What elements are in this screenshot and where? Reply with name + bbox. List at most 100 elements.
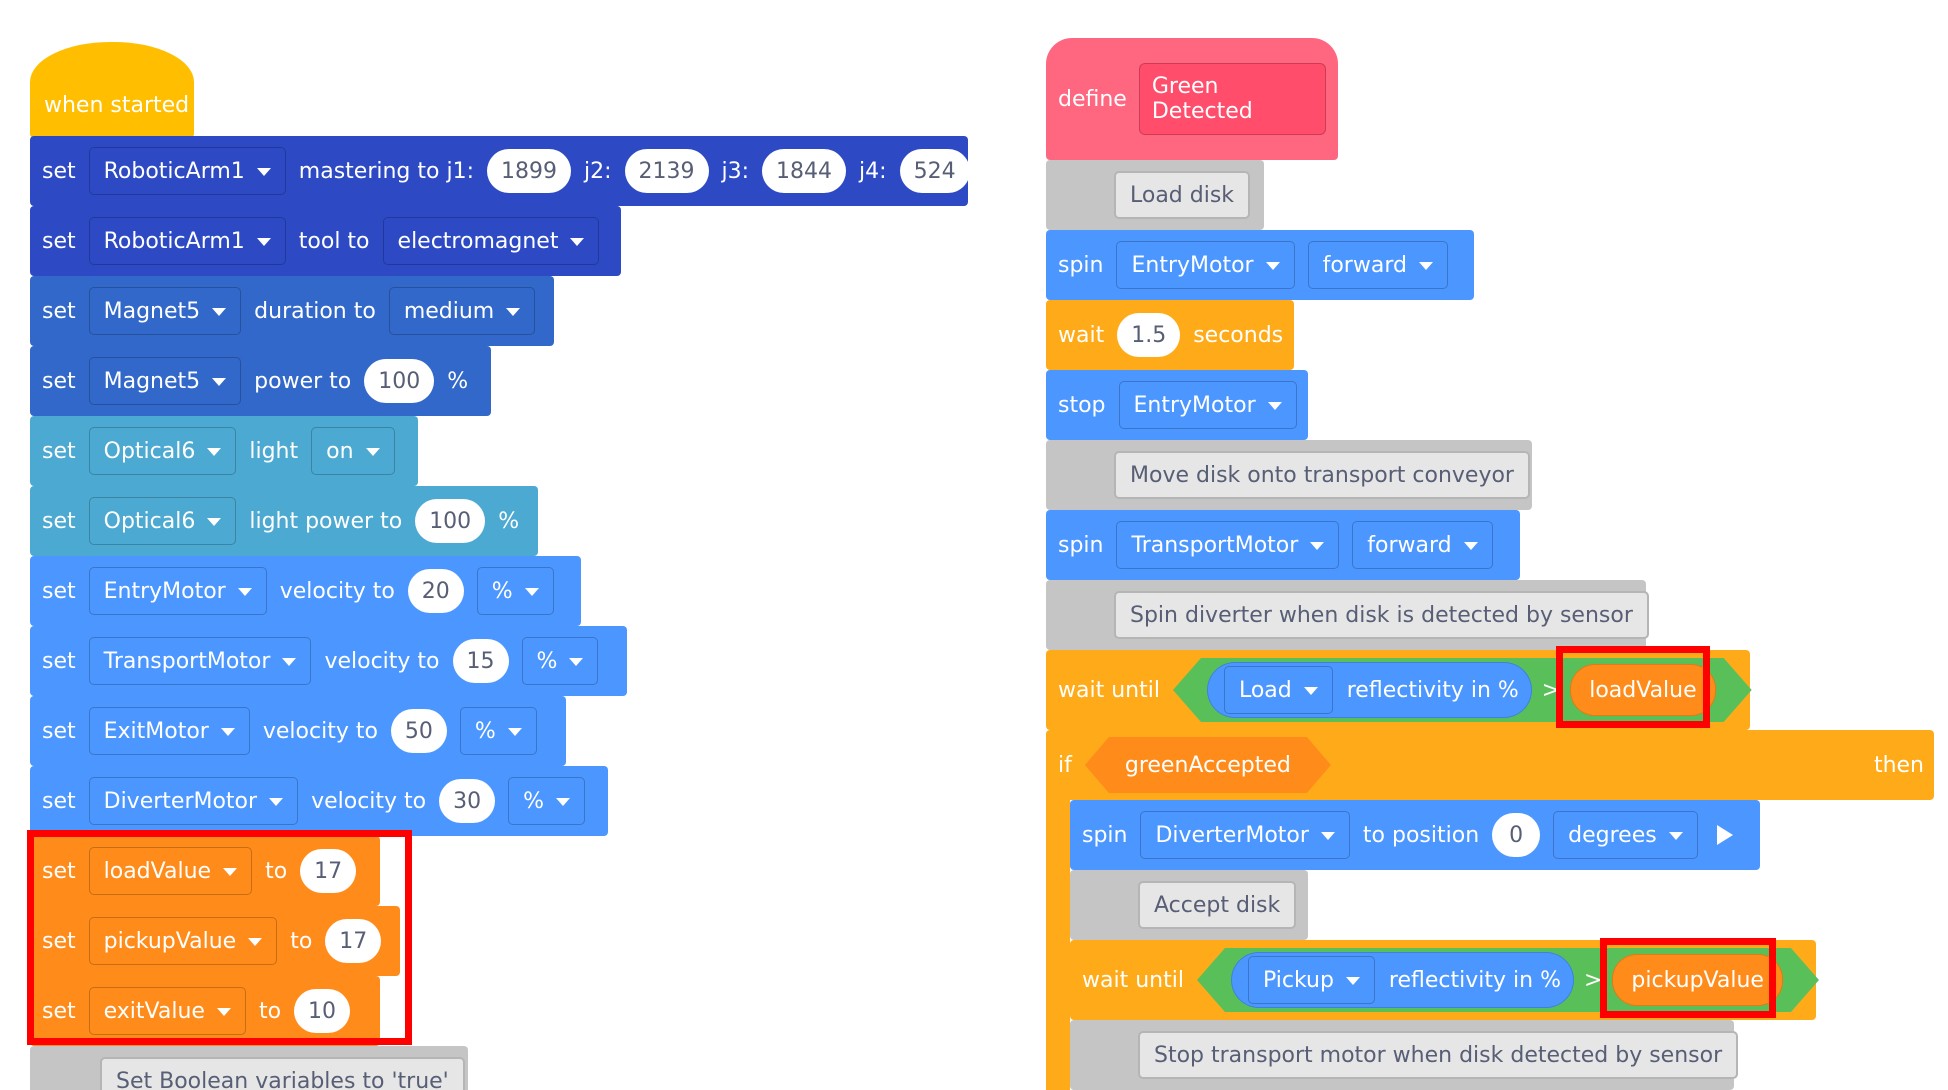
when-started-hat[interactable]: when started xyxy=(30,42,194,138)
expand-arrow-icon[interactable] xyxy=(1716,825,1733,845)
device-dropdown[interactable]: EntryMotor xyxy=(1116,241,1295,289)
direction-dropdown[interactable]: forward xyxy=(1307,241,1448,289)
comment-block[interactable]: Set Boolean variables to 'true' xyxy=(30,1046,468,1090)
sensor-dropdown[interactable]: Load xyxy=(1224,666,1333,714)
light-power-input[interactable]: 100 xyxy=(415,499,486,543)
boolean-reporter[interactable]: greenAccepted xyxy=(1085,737,1331,793)
set-exit-value-block[interactable]: set exitValue to 10 xyxy=(30,976,380,1046)
device-dropdown[interactable]: RoboticArm1 xyxy=(88,147,286,195)
set-arm-tool-block[interactable]: set RoboticArm1 tool to electromagnet xyxy=(30,206,621,276)
j3-input[interactable]: 1844 xyxy=(762,149,847,193)
dropdown-label: pickupValue xyxy=(103,928,237,954)
j1-input[interactable]: 1899 xyxy=(486,149,571,193)
set-entry-motor-velocity-block[interactable]: set EntryMotor velocity to 20 % xyxy=(30,556,581,626)
device-dropdown[interactable]: TransportMotor xyxy=(88,637,312,685)
device-dropdown[interactable]: Magnet5 xyxy=(88,357,242,405)
set-magnet-power-block[interactable]: set Magnet5 power to 100 % xyxy=(30,346,491,416)
wait-until-pickup-block[interactable]: wait until Pickup reflectivity in % > pi… xyxy=(1070,940,1816,1020)
velocity-input[interactable]: 50 xyxy=(390,709,447,753)
value-input[interactable]: 17 xyxy=(300,849,357,893)
velocity-input[interactable]: 15 xyxy=(452,639,509,683)
comment-text[interactable]: Accept disk xyxy=(1138,881,1297,929)
block-word: wait xyxy=(1058,322,1105,348)
light-state-dropdown[interactable]: on xyxy=(311,427,395,475)
velocity-input[interactable]: 30 xyxy=(439,779,496,823)
device-dropdown[interactable]: TransportMotor xyxy=(1116,521,1340,569)
tool-dropdown[interactable]: electromagnet xyxy=(382,217,600,265)
comment-text[interactable]: Set Boolean variables to 'true' xyxy=(100,1057,465,1090)
if-block[interactable]: if greenAccepted then xyxy=(1046,730,1934,800)
comment-text[interactable]: Load disk xyxy=(1114,171,1251,219)
chevron-down-icon xyxy=(269,798,284,806)
unit-dropdown[interactable]: % xyxy=(521,637,599,685)
greater-than-operator[interactable]: Pickup reflectivity in % > pickupValue xyxy=(1197,948,1819,1012)
comment-block[interactable]: Move disk onto transport conveyor xyxy=(1046,440,1532,510)
variable-dropdown[interactable]: loadValue xyxy=(88,847,253,895)
chevron-down-icon xyxy=(282,658,297,666)
set-optical-light-power-block[interactable]: set Optical6 light power to 100 % xyxy=(30,486,538,556)
spin-transport-motor-block[interactable]: spin TransportMotor forward xyxy=(1046,510,1520,580)
set-magnet-duration-block[interactable]: set Magnet5 duration to medium xyxy=(30,276,554,346)
comment-text[interactable]: Spin diverter when disk is detected by s… xyxy=(1114,591,1649,639)
j2-label: j2: xyxy=(583,158,612,184)
set-arm-mastering-block[interactable]: set RoboticArm1 mastering to j1: 1899 j2… xyxy=(30,136,970,206)
chevron-down-icon xyxy=(1310,542,1325,550)
set-diverter-motor-velocity-block[interactable]: set DiverterMotor velocity to 30 % xyxy=(30,766,608,836)
set-pickup-value-block[interactable]: set pickupValue to 17 xyxy=(30,906,400,976)
comment-text[interactable]: Move disk onto transport conveyor xyxy=(1114,451,1530,499)
velocity-input[interactable]: 20 xyxy=(407,569,464,613)
device-dropdown[interactable]: EntryMotor xyxy=(1118,381,1297,429)
chevron-down-icon xyxy=(507,728,522,736)
sensor-dropdown[interactable]: Pickup xyxy=(1248,956,1375,1004)
j4-input[interactable]: 524 xyxy=(899,149,970,193)
variable-reporter[interactable]: loadValue xyxy=(1570,664,1715,716)
value-input[interactable]: 10 xyxy=(294,989,351,1033)
j3-label: j3: xyxy=(721,158,750,184)
wait-seconds-block[interactable]: wait 1.5 seconds xyxy=(1046,300,1294,370)
comment-text[interactable]: Stop transport motor when disk detected … xyxy=(1138,1031,1739,1079)
value-input[interactable]: 17 xyxy=(325,919,382,963)
stop-entry-motor-block[interactable]: stop EntryMotor xyxy=(1046,370,1308,440)
set-transport-motor-velocity-block[interactable]: set TransportMotor velocity to 15 % xyxy=(30,626,627,696)
unit-dropdown[interactable]: degrees xyxy=(1553,811,1698,859)
set-exit-motor-velocity-block[interactable]: set ExitMotor velocity to 50 % xyxy=(30,696,566,766)
comment-block[interactable]: Accept disk xyxy=(1070,870,1308,940)
variable-dropdown[interactable]: exitValue xyxy=(88,987,246,1035)
device-dropdown[interactable]: Magnet5 xyxy=(88,287,242,335)
device-dropdown[interactable]: RoboticArm1 xyxy=(88,217,286,265)
block-word: wait until xyxy=(1058,677,1160,703)
comment-block[interactable]: Load disk xyxy=(1046,160,1264,230)
chevron-down-icon xyxy=(207,518,222,526)
device-dropdown[interactable]: Optical6 xyxy=(88,427,237,475)
device-dropdown[interactable]: ExitMotor xyxy=(88,707,250,755)
define-block[interactable]: define Green Detected xyxy=(1046,38,1338,160)
direction-dropdown[interactable]: forward xyxy=(1352,521,1493,569)
unit-dropdown[interactable]: % xyxy=(476,567,554,615)
set-optical-light-block[interactable]: set Optical6 light on xyxy=(30,416,418,486)
define-name[interactable]: Green Detected xyxy=(1138,63,1326,135)
variable-reporter[interactable]: pickupValue xyxy=(1612,954,1783,1006)
block-word: set xyxy=(42,788,76,814)
spin-diverter-to-position-block[interactable]: spin DiverterMotor to position 0 degrees xyxy=(1070,800,1760,870)
reflectivity-reporter[interactable]: Pickup reflectivity in % xyxy=(1231,952,1574,1008)
set-load-value-block[interactable]: set loadValue to 17 xyxy=(30,836,380,906)
variable-dropdown[interactable]: pickupValue xyxy=(88,917,278,965)
comment-block[interactable]: Spin diverter when disk is detected by s… xyxy=(1046,580,1649,650)
greater-than-operator[interactable]: Load reflectivity in % > loadValue xyxy=(1173,658,1752,722)
comment-block[interactable]: Stop transport motor when disk detected … xyxy=(1070,1020,1739,1090)
device-dropdown[interactable]: Optical6 xyxy=(88,497,237,545)
position-input[interactable]: 0 xyxy=(1492,813,1541,857)
power-input[interactable]: 100 xyxy=(364,359,435,403)
device-dropdown[interactable]: EntryMotor xyxy=(88,567,267,615)
unit-dropdown[interactable]: % xyxy=(459,707,537,755)
unit-dropdown[interactable]: % xyxy=(508,777,586,825)
reflectivity-reporter[interactable]: Load reflectivity in % xyxy=(1207,662,1532,718)
device-dropdown[interactable]: DiverterMotor xyxy=(1140,811,1350,859)
seconds-input[interactable]: 1.5 xyxy=(1117,313,1181,357)
j2-input[interactable]: 2139 xyxy=(624,149,709,193)
duration-dropdown[interactable]: medium xyxy=(388,287,536,335)
device-dropdown[interactable]: DiverterMotor xyxy=(88,777,299,825)
wait-until-load-block[interactable]: wait until Load reflectivity in % > load… xyxy=(1046,650,1750,730)
spin-entry-motor-block[interactable]: spin EntryMotor forward xyxy=(1046,230,1474,300)
